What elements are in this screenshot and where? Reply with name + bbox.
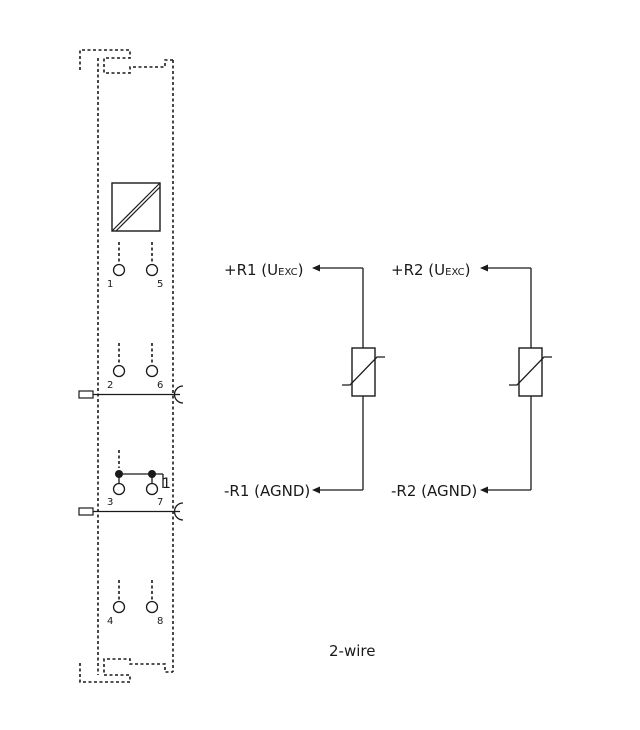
terminal-label-3: 3 [107,497,113,508]
terminal-label-5: 5 [157,279,163,290]
sensor-2-top-label: +R2 (UEXC) [391,261,470,279]
rail-clip-bottom [79,658,173,683]
terminal-bridge [115,470,164,488]
module-housing [79,49,174,683]
terminal-6 [145,364,159,378]
sensor-1-top-label: +R1 (UEXC) [224,261,303,279]
terminal-group [112,242,159,614]
sensor-2-bottom-label: -R2 (AGND) [391,482,477,500]
terminal-8 [145,600,159,614]
power-contact-upper [78,385,184,404]
wiring-caption: 2-wire [329,642,375,660]
thermistor-2 [518,347,543,397]
terminal-4 [112,600,126,614]
converter-symbol [111,182,161,232]
terminal-1 [112,263,126,277]
terminal-7 [145,482,159,496]
terminal-5 [145,263,159,277]
terminal-label-4: 4 [107,616,113,627]
terminal-label-8: 8 [157,616,163,627]
terminal-label-2: 2 [107,380,113,391]
bridge-mark: 1 [162,476,171,492]
terminal-label-7: 7 [157,497,163,508]
sensor-1-wiring [312,264,385,494]
sensor-2-wiring [480,264,552,494]
terminal-3 [112,482,126,496]
terminal-2 [112,364,126,378]
sensor-1-bottom-label: -R1 (AGND) [224,482,310,500]
rail-clip-top [79,49,173,74]
terminal-label-6: 6 [157,380,163,391]
thermistor-1 [351,347,376,397]
terminal-label-1: 1 [107,279,113,290]
power-contact-lower [78,502,184,521]
